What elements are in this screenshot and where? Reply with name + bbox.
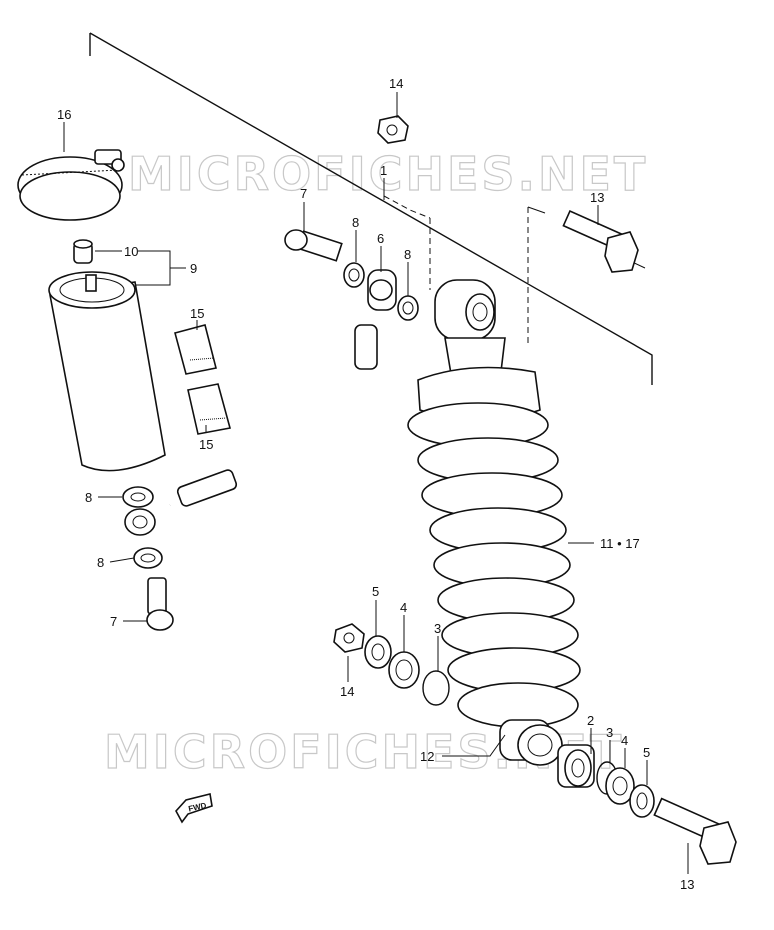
part-13-bolt-lower — [653, 797, 737, 865]
part-5-washer-left — [364, 635, 392, 669]
forward-direction-icon: FWD — [175, 793, 213, 824]
part-8-washer-c — [122, 486, 154, 508]
callout-16: 16 — [57, 107, 71, 122]
part-8-washer-a — [343, 262, 365, 288]
callout-12: 12 — [420, 749, 434, 764]
callout-3-left: 3 — [434, 621, 441, 636]
part-1-shock-absorber-assembly — [407, 279, 581, 766]
callout-15-lower: 15 — [199, 437, 213, 452]
part-9-reservoir-canister — [48, 271, 166, 472]
callout-1: 1 — [380, 163, 387, 178]
part-15-pad-lower — [187, 383, 232, 435]
callout-7-upper: 7 — [300, 186, 307, 201]
callout-11-17: 11 • 17 — [600, 536, 640, 551]
callout-5-right: 5 — [643, 745, 650, 760]
part-4-seal-left — [388, 651, 420, 689]
part-7-banjo-bolt-upper — [284, 229, 343, 262]
part-15-pad-upper — [174, 324, 217, 375]
callout-8-left-lower: 8 — [97, 555, 104, 570]
part-14-nut-lower — [333, 623, 365, 653]
part-7-banjo-bolt-lower — [146, 577, 174, 631]
fwd-label: FWD — [188, 801, 208, 814]
callout-6: 6 — [377, 231, 384, 246]
part-13-bolt-upper — [562, 210, 639, 273]
callout-labels: 16 10 9 15 15 8 8 7 7 8 6 8 1 14 13 11 •… — [57, 76, 694, 892]
part-10-valve-cap — [73, 239, 93, 264]
callout-5-left: 5 — [372, 584, 379, 599]
callout-14-lower: 14 — [340, 684, 354, 699]
callout-4-left: 4 — [400, 600, 407, 615]
callout-4-right: 4 — [621, 733, 628, 748]
part-14-nut-upper — [377, 115, 409, 144]
part-3-ring-left — [422, 670, 450, 706]
leader-lines — [63, 92, 689, 874]
callout-15-upper: 15 — [190, 306, 204, 321]
part-8-washer-d — [133, 547, 163, 569]
part-16-hose-clamp — [17, 149, 125, 221]
callout-14-upper: 14 — [389, 76, 403, 91]
callout-7-lower: 7 — [110, 614, 117, 629]
part-2-bushing — [557, 744, 595, 788]
assembly-frame-lines — [89, 32, 653, 385]
part-4-seal-right — [605, 767, 635, 805]
part-5-washer-right — [629, 784, 655, 818]
watermark-top: MICROFICHES.NET — [128, 147, 648, 201]
callout-3-right: 3 — [606, 725, 613, 740]
callout-2: 2 — [587, 713, 594, 728]
callout-13-lower: 13 — [680, 877, 694, 892]
callout-8-top-a: 8 — [352, 215, 359, 230]
callout-8-top-b: 8 — [404, 247, 411, 262]
callout-8-left-upper: 8 — [85, 490, 92, 505]
callout-10: 10 — [124, 244, 138, 259]
part-6-hose — [124, 269, 397, 536]
callout-9: 9 — [190, 261, 197, 276]
part-8-washer-b — [397, 295, 419, 321]
callout-13-upper: 13 — [590, 190, 604, 205]
